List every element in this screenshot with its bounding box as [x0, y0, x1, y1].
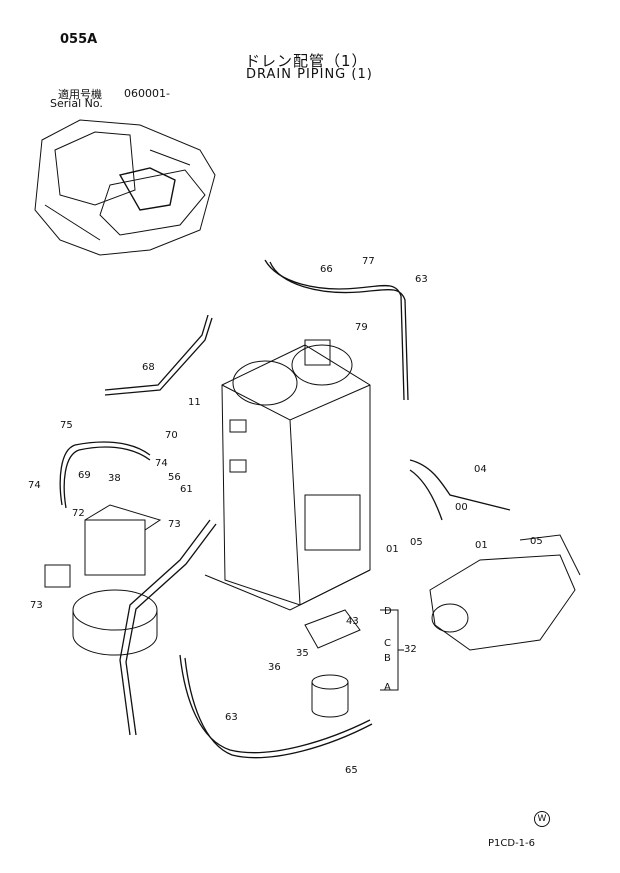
- callout-63b: 63: [225, 712, 238, 723]
- callout-38: 38: [108, 473, 121, 484]
- callout-65: 65: [345, 765, 358, 776]
- callout-74b: 74: [28, 480, 41, 491]
- callout-69: 69: [78, 470, 91, 481]
- callout-61: 61: [180, 484, 193, 495]
- page-code: 055A: [60, 32, 98, 47]
- callout-35: 35: [296, 648, 309, 659]
- title-japanese: ドレン配管（1）: [245, 52, 368, 70]
- callout-68: 68: [142, 362, 155, 373]
- callout-D: D: [384, 606, 392, 617]
- hydraulic-pump: [429, 534, 581, 651]
- serial-number: 060001-: [124, 87, 170, 100]
- bracket-32: [380, 609, 404, 691]
- callout-11: 11: [188, 397, 201, 408]
- callout-36: 36: [268, 662, 281, 673]
- callout-04: 04: [474, 464, 487, 475]
- callout-70: 70: [165, 430, 178, 441]
- callout-79: 79: [355, 322, 368, 333]
- swing-motor: [44, 504, 162, 656]
- callout-labels: 66 77 63 79 68 11 70 75 74 56 69 38 61 7…: [28, 256, 543, 776]
- callout-75: 75: [60, 420, 73, 431]
- callout-B: B: [384, 653, 391, 664]
- callout-73b: 73: [30, 600, 43, 611]
- callout-43: 43: [346, 616, 359, 627]
- document-code: P1CD-1-6: [488, 838, 536, 849]
- w-mark: W: [534, 811, 550, 827]
- callout-56: 56: [168, 472, 181, 483]
- callout-05a: 05: [410, 537, 423, 548]
- title-english: DRAIN PIPING (1): [246, 67, 373, 82]
- hydraulic-tank: [204, 339, 371, 611]
- drain-filter: [304, 609, 361, 718]
- callout-01a: 01: [386, 544, 399, 555]
- callout-73a: 73: [168, 519, 181, 530]
- hoses: [59, 259, 511, 759]
- callout-72: 72: [72, 508, 85, 519]
- serial-label-japanese: 適用号機: [58, 88, 102, 101]
- callout-63: 63: [415, 274, 428, 285]
- callout-77: 77: [362, 256, 375, 267]
- callout-05b: 05: [530, 536, 543, 547]
- callout-32: 32: [404, 644, 417, 655]
- callout-74: 74: [155, 458, 168, 469]
- callout-66: 66: [320, 264, 333, 275]
- serial-label-english: Serial No.: [50, 97, 103, 110]
- callout-00: 00: [455, 502, 468, 513]
- callout-01b: 01: [475, 540, 488, 551]
- callout-A: A: [384, 682, 391, 693]
- excavator-inset-illustration: [34, 119, 216, 256]
- callout-C: C: [384, 638, 391, 649]
